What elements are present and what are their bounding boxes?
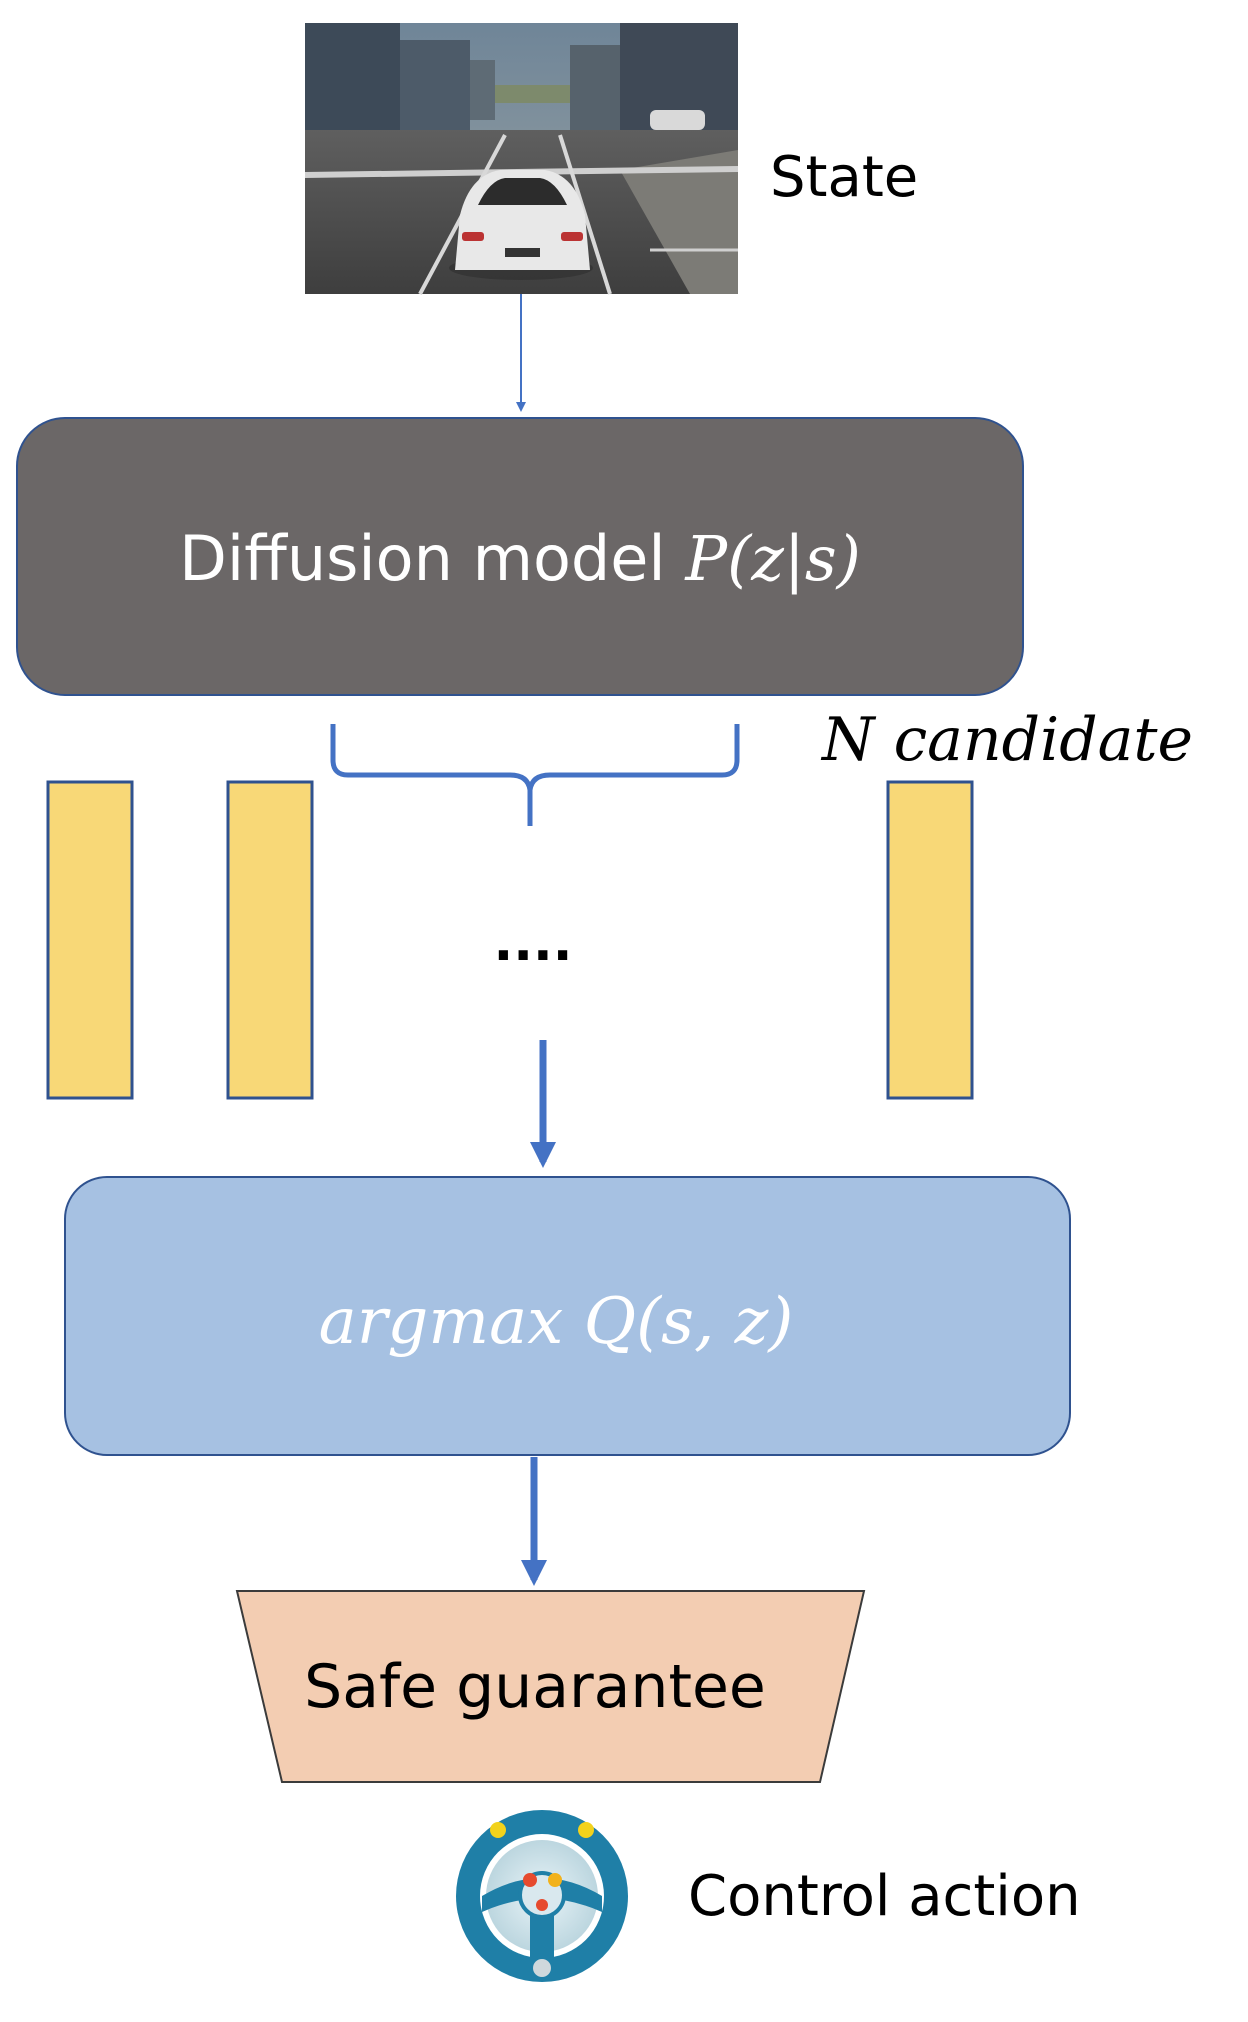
diffusion-model-box: Diffusion model P(z|s) — [16, 417, 1024, 696]
control-action-label: Control action — [688, 1864, 1081, 1929]
candidate-bar — [46, 780, 134, 1100]
argmax-box: argmax Q(s, z) — [64, 1176, 1071, 1456]
candidate-brace — [330, 724, 740, 826]
diffusion-model-label: Diffusion model — [179, 522, 685, 595]
svg-text:Diffusion model P(z|s): Diffusion model P(z|s) — [179, 522, 861, 595]
diffusion-model-math: P(z|s) — [684, 522, 860, 595]
state-image — [305, 23, 738, 295]
candidate-ellipsis: .... — [493, 913, 572, 973]
safe-guarantee-label: Safe guarantee — [304, 1652, 766, 1722]
argmax-label: argmax Q(s, z) — [319, 1285, 794, 1359]
candidate-bar — [226, 780, 314, 1100]
steering-wheel-icon — [456, 1810, 628, 1982]
candidate-bar — [886, 780, 974, 1100]
state-label: State — [770, 145, 918, 210]
safe-guarantee-box: Safe guarantee — [235, 1590, 866, 1783]
n-candidate-label: N candidate — [820, 705, 1193, 775]
